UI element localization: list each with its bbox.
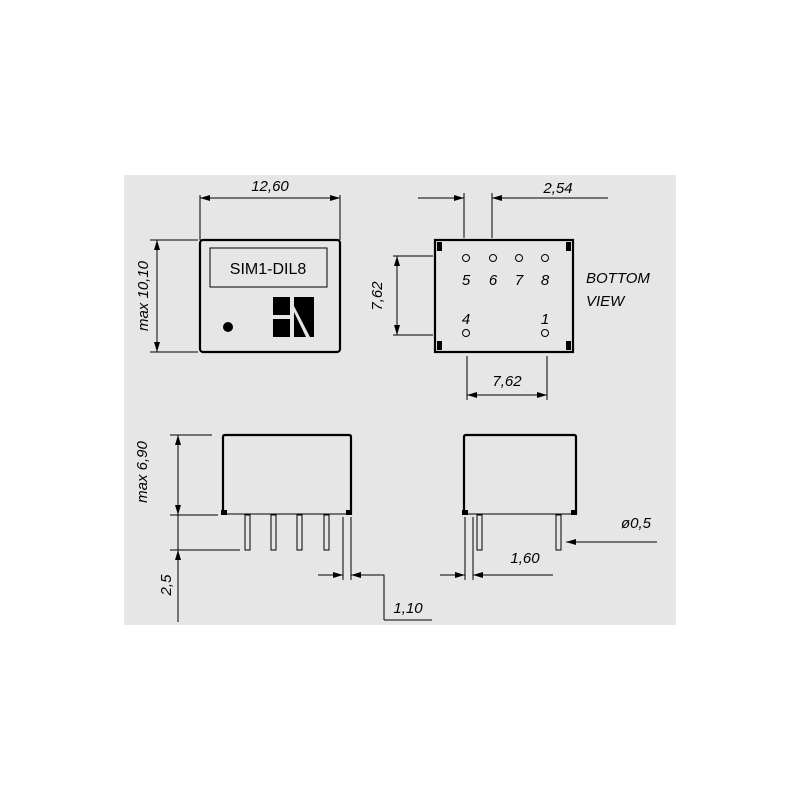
bottom-view-body bbox=[433, 238, 575, 354]
pin1-marker-dot bbox=[223, 322, 233, 332]
top-view-body bbox=[198, 238, 342, 354]
bottom-view: 5 6 7 8 4 1 BOTTOM VIEW 2,54 7,62 7,62 bbox=[369, 180, 650, 400]
manufacturer-logo-icon bbox=[273, 297, 314, 337]
width-dimension: 12,60 bbox=[251, 178, 289, 195]
end-view: 1,60 ø0,5 bbox=[440, 433, 657, 580]
bottom-view-title: BOTTOM bbox=[586, 270, 650, 287]
pin-label: 6 bbox=[489, 272, 498, 289]
drawing-panel bbox=[124, 175, 676, 625]
pin-length-dimension: 2,5 bbox=[158, 574, 175, 597]
pin-label: 7 bbox=[515, 272, 524, 289]
height-dimension: max 10,10 bbox=[135, 260, 152, 331]
pitch-dimension: 2,54 bbox=[542, 180, 572, 197]
end-pin bbox=[555, 514, 562, 551]
pin-label: 5 bbox=[462, 272, 471, 289]
part-label: SIM1-DIL8 bbox=[230, 261, 307, 278]
end-pin-offset-dimension: 1,60 bbox=[510, 550, 540, 567]
pin-label: 1 bbox=[541, 311, 549, 328]
pin-label: 4 bbox=[462, 311, 470, 328]
pin-offset-dimension: 1,10 bbox=[393, 600, 423, 617]
top-view: SIM1-DIL8 12,60 max 10,10 bbox=[135, 178, 342, 354]
side-view: max 6,90 2,5 1,10 bbox=[134, 433, 432, 622]
pin-label: 8 bbox=[541, 272, 550, 289]
part-label-box bbox=[209, 247, 328, 288]
side-pins bbox=[244, 514, 330, 551]
pin-row-dimension: 7,62 bbox=[492, 373, 522, 390]
pin-diameter-dimension: ø0,5 bbox=[621, 515, 652, 532]
side-height-dimension: max 6,90 bbox=[134, 440, 151, 502]
row-spacing-dimension: 7,62 bbox=[369, 281, 386, 311]
end-pin bbox=[476, 514, 483, 551]
pin-holes bbox=[462, 254, 549, 337]
bottom-view-title: VIEW bbox=[586, 293, 626, 310]
